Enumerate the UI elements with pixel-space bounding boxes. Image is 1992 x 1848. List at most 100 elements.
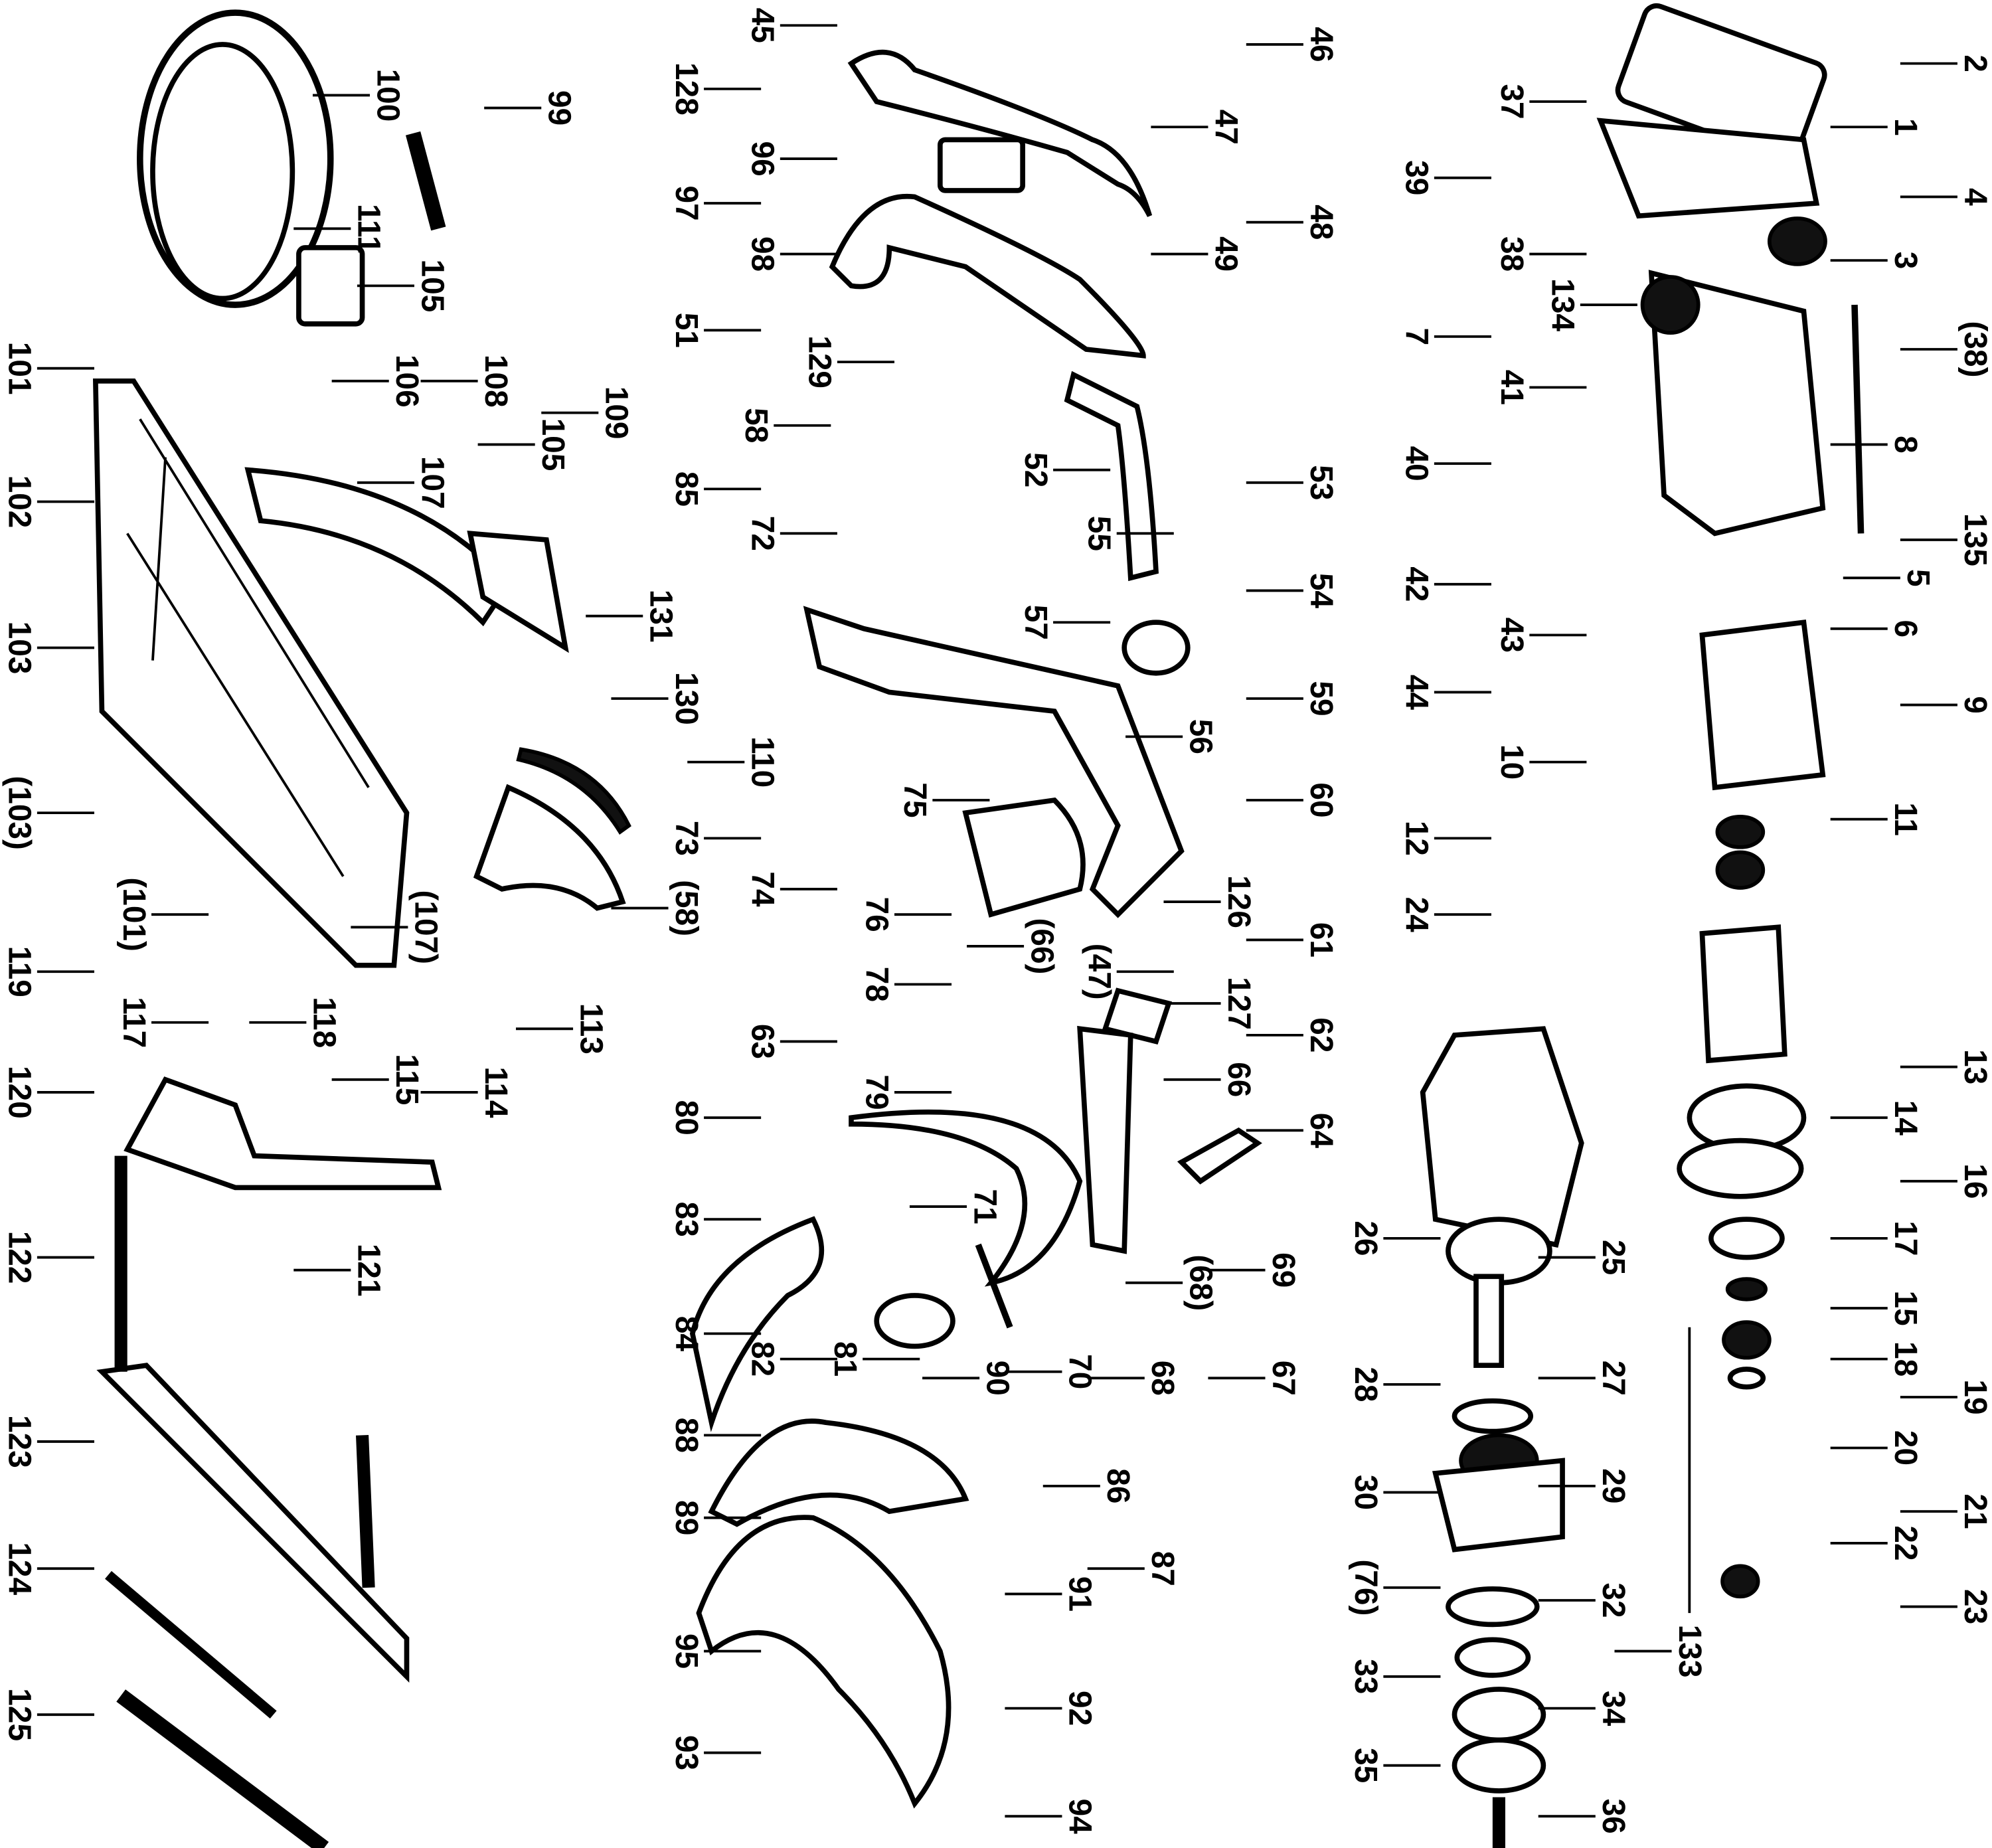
part-number-label: 122 bbox=[2, 1231, 37, 1284]
part-number-label: 30 bbox=[1348, 1475, 1383, 1510]
part-number-label: (58) bbox=[669, 880, 704, 936]
power-cord bbox=[137, 9, 334, 308]
part-number-label: 72 bbox=[745, 516, 780, 551]
part-number-label: 102 bbox=[2, 475, 37, 529]
part-number-label: 94 bbox=[1062, 1799, 1098, 1835]
base-plate bbox=[92, 378, 410, 968]
part-number-label: 108 bbox=[478, 355, 513, 408]
part-number-label: 18 bbox=[1888, 1341, 1923, 1377]
part-number-label: 3 bbox=[1888, 252, 1923, 270]
part-number-label: 38 bbox=[1494, 236, 1529, 272]
flange-35 bbox=[1452, 1737, 1546, 1794]
part-number-label: 99 bbox=[542, 90, 577, 126]
part-number-label: 23 bbox=[1957, 1589, 1992, 1624]
part-number-label: (38) bbox=[1957, 321, 1992, 377]
part-number-label: 49 bbox=[1208, 236, 1244, 272]
part-number-label: 39 bbox=[1399, 160, 1434, 195]
part-number-label: 118 bbox=[307, 997, 342, 1048]
part-number-label: 36 bbox=[1596, 1799, 1631, 1834]
part-number-label: 7 bbox=[1399, 328, 1434, 346]
part-number-label: 109 bbox=[599, 386, 634, 440]
bearing-12 bbox=[1715, 850, 1766, 890]
part-number-label: 111 bbox=[351, 204, 386, 253]
ring-32 bbox=[1446, 1586, 1540, 1628]
part-number-label: 21 bbox=[1957, 1494, 1992, 1529]
part-number-label: 119 bbox=[2, 946, 37, 997]
part-number-label: 87 bbox=[1145, 1551, 1180, 1586]
ring-15 bbox=[1725, 1277, 1768, 1302]
part-number-label: 27 bbox=[1596, 1361, 1631, 1396]
angle-guide-113 bbox=[473, 784, 626, 911]
screw-8 bbox=[1851, 304, 1865, 534]
lever-52 bbox=[1064, 371, 1159, 582]
part-number-label: 117 bbox=[116, 997, 151, 1048]
part-number-label: 126 bbox=[1221, 875, 1256, 928]
part-number-label: (47) bbox=[1081, 944, 1116, 1000]
part-number-label: 96 bbox=[745, 141, 780, 177]
part-number-label: 62 bbox=[1303, 1017, 1339, 1052]
scale-110 bbox=[516, 747, 631, 835]
part-number-label: 24 bbox=[1399, 897, 1434, 933]
part-number-label: 51 bbox=[669, 313, 704, 348]
part-number-label: 89 bbox=[669, 1500, 704, 1535]
part-number-label: 33 bbox=[1348, 1659, 1383, 1694]
part-number-label: 103 bbox=[2, 622, 37, 675]
part-number-label: 15 bbox=[1888, 1291, 1923, 1326]
part-number-label: (66) bbox=[1024, 918, 1059, 974]
part-number-label: 9 bbox=[1957, 696, 1992, 714]
stator-9 bbox=[1699, 619, 1826, 791]
ring-28 bbox=[1452, 1398, 1534, 1434]
part-number-label: 135 bbox=[1957, 513, 1992, 566]
part-number-label: 93 bbox=[669, 1735, 704, 1770]
end-cap-4 bbox=[1596, 118, 1820, 219]
spring-71 bbox=[975, 1243, 1013, 1329]
part-number-label: 98 bbox=[745, 236, 780, 272]
part-number-label: 35 bbox=[1348, 1748, 1383, 1783]
part-number-label: 17 bbox=[1888, 1220, 1923, 1256]
motor-housing-7 bbox=[1648, 270, 1826, 537]
part-number-label: (107) bbox=[408, 890, 444, 964]
part-number-label: 59 bbox=[1303, 681, 1339, 716]
part-number-label: 6 bbox=[1888, 620, 1923, 637]
guard-80 bbox=[849, 1109, 1083, 1287]
part-number-label: 124 bbox=[2, 1542, 37, 1595]
flange-30 bbox=[1432, 1458, 1565, 1553]
part-number-label: 128 bbox=[669, 62, 704, 116]
washer-19 bbox=[1727, 1367, 1766, 1390]
part-number-label: 32 bbox=[1596, 1582, 1631, 1618]
part-number-label: 129 bbox=[802, 335, 837, 388]
wrench-124 bbox=[105, 1570, 277, 1719]
part-number-label: 2 bbox=[1957, 54, 1992, 72]
part-number-label: 88 bbox=[669, 1418, 704, 1453]
part-number-label: 58 bbox=[738, 408, 774, 443]
bearing-11 bbox=[1715, 815, 1766, 849]
part-number-label: 54 bbox=[1303, 573, 1339, 609]
guard-88 bbox=[708, 1418, 969, 1527]
part-number-label: (76) bbox=[1348, 1559, 1383, 1616]
part-number-label: 83 bbox=[669, 1202, 704, 1237]
part-number-label: 53 bbox=[1303, 465, 1339, 500]
part-number-label: 4 bbox=[1957, 188, 1992, 206]
part-number-label: 37 bbox=[1494, 84, 1529, 119]
part-number-label: 100 bbox=[370, 69, 405, 122]
part-number-label: 26 bbox=[1348, 1220, 1383, 1256]
part-number-label: 66 bbox=[1221, 1062, 1256, 1097]
part-number-label: 123 bbox=[2, 1415, 37, 1468]
part-number-label: 56 bbox=[1183, 719, 1218, 754]
part-number-label: 81 bbox=[827, 1341, 863, 1377]
part-number-label: 74 bbox=[745, 871, 780, 907]
part-number-label: 78 bbox=[859, 967, 894, 1002]
part-number-label: 57 bbox=[1018, 605, 1053, 640]
bolt-99 bbox=[405, 131, 446, 231]
blade-guard-72 bbox=[803, 606, 1185, 918]
part-number-label: 71 bbox=[967, 1189, 1002, 1224]
angle-guide-108 bbox=[244, 467, 512, 627]
plate-17 bbox=[1708, 1217, 1785, 1260]
part-number-label: 25 bbox=[1596, 1240, 1631, 1275]
part-number-label: 1 bbox=[1888, 118, 1923, 136]
part-number-label: 91 bbox=[1062, 1576, 1098, 1612]
clamp-lever-64 bbox=[1177, 1127, 1262, 1185]
part-number-label: 113 bbox=[573, 1003, 608, 1054]
bearing-18 bbox=[1722, 1320, 1772, 1360]
part-number-label: 86 bbox=[1100, 1468, 1135, 1503]
